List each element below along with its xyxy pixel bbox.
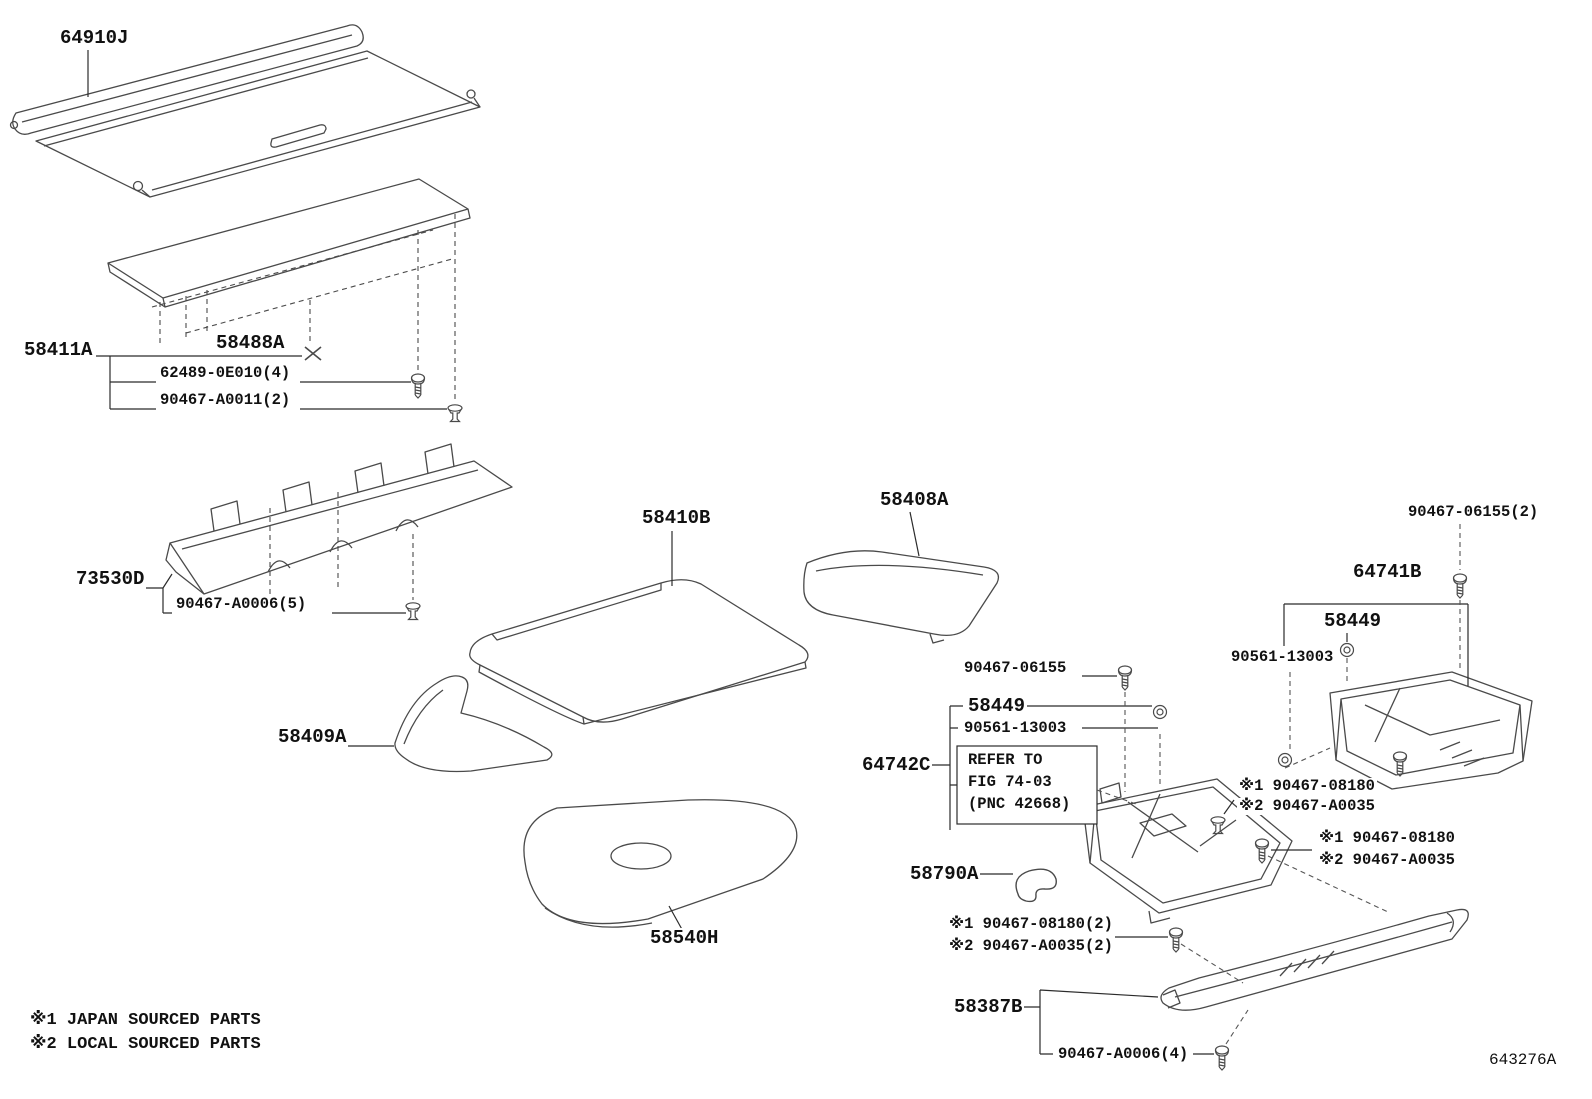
tool-box-drawing (1329, 671, 1533, 790)
spare-cover-drawing (523, 799, 798, 928)
refer-note-line2: FIG 74-03 (966, 773, 1054, 792)
screw-icon (410, 373, 426, 399)
clip-58488-icon (304, 346, 322, 361)
part-label-90467-a0011: 90467-A0011(2) (158, 391, 293, 410)
cargo-cover-drawing (9, 24, 481, 198)
footnote-japan-sourced: ※1 JAPAN SOURCED PARTS (28, 1011, 263, 1031)
bracket-drawing (165, 443, 513, 600)
part-label-58488a: 58488A (214, 332, 287, 354)
side-panel-lh-drawing (394, 675, 553, 773)
part-label-58449-right: 58449 (1322, 610, 1384, 632)
part-label-58408a: 58408A (878, 489, 951, 511)
screw-icon (1214, 1045, 1230, 1071)
part-label-90467-06155: 90467-06155 (962, 659, 1069, 678)
part-label-90561-13003-right: 90561-13003 (1229, 648, 1336, 667)
screw-icon (1117, 665, 1133, 691)
refer-note-line3: (PNC 42668) (966, 795, 1073, 814)
part-label-90467-08180-b: ※1 90467-08180 (1317, 829, 1457, 848)
part-label-58410b: 58410B (640, 507, 713, 529)
part-label-90561-13003-left: 90561-13003 (962, 719, 1069, 738)
part-label-90467-08180-2: ※1 90467-08180(2) (947, 915, 1115, 934)
clip-icon (405, 602, 421, 621)
nut-icon (1152, 704, 1168, 720)
part-label-58540h: 58540H (648, 927, 721, 949)
floor-board-drawing (469, 579, 809, 725)
part-label-90467-06155-2: 90467-06155(2) (1406, 503, 1541, 522)
part-label-64742c: 64742C (860, 754, 933, 776)
part-label-58409a: 58409A (276, 726, 349, 748)
part-label-90467-a0035-a: ※2 90467-A0035 (1237, 797, 1377, 816)
part-label-90467-a0035-b: ※2 90467-A0035 (1317, 851, 1457, 870)
part-label-58449-left: 58449 (966, 695, 1028, 717)
refer-note-line1: REFER TO (966, 751, 1045, 770)
part-label-90467-08180-a: ※1 90467-08180 (1237, 777, 1377, 796)
hidden-assembly-lines (1096, 524, 1461, 1045)
part-label-58790a: 58790A (908, 863, 981, 885)
part-label-58411a: 58411A (22, 339, 95, 361)
part-label-64910j: 64910J (58, 27, 131, 49)
part-label-73530d: 73530D (74, 568, 147, 590)
part-label-90467-a0006-4: 90467-A0006(4) (1056, 1045, 1191, 1064)
grommet-icon (1277, 752, 1293, 768)
part-label-90467-a0006-5: 90467-A0006(5) (174, 595, 309, 614)
clip-icon (447, 404, 463, 423)
part-label-58387b: 58387B (952, 996, 1025, 1018)
hook-drawing (1015, 868, 1057, 903)
sill-plate-drawing (1160, 908, 1469, 1011)
tag-icon (1099, 782, 1122, 804)
deck-board-drawing (107, 178, 471, 401)
screw-icon (1168, 927, 1184, 953)
footnote-local-sourced: ※2 LOCAL SOURCED PARTS (28, 1035, 263, 1055)
side-panel-rh-drawing (803, 550, 1000, 644)
part-label-62489-0e010: 62489-0E010(4) (158, 364, 293, 383)
part-label-90467-a0035-2: ※2 90467-A0035(2) (947, 937, 1115, 956)
diagram-code: 643276A (1487, 1051, 1559, 1070)
part-label-64741b: 64741B (1351, 561, 1424, 583)
screw-icon (1452, 573, 1468, 599)
nut-icon (1339, 642, 1355, 658)
